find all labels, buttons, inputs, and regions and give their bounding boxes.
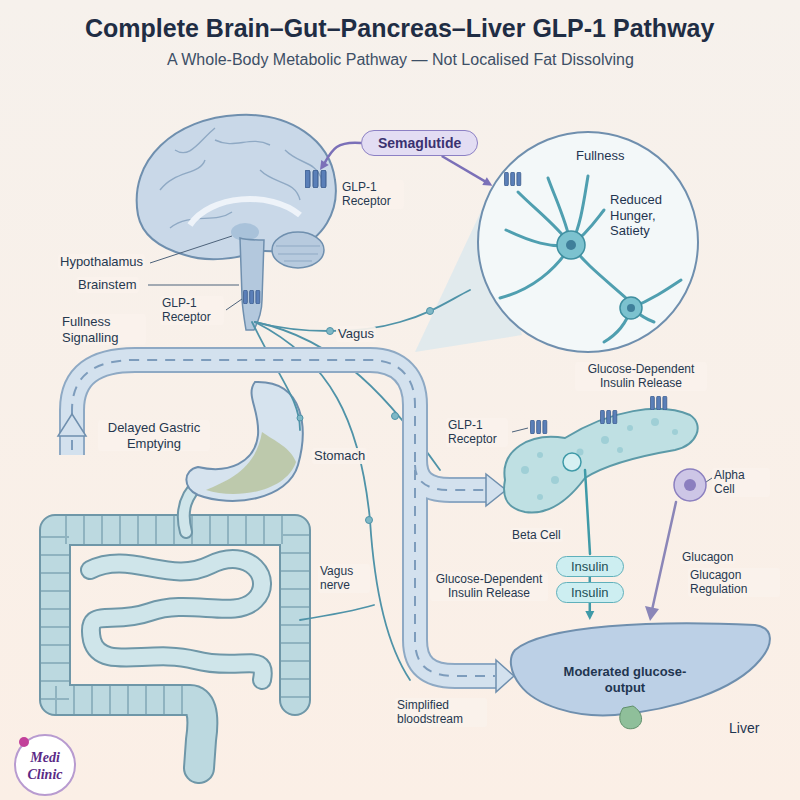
diagram-title: Complete Brain–Gut–Pancreas–Liver GLP-1 … (85, 14, 714, 43)
part-label: Hypothalamus (58, 254, 145, 270)
node-heading: Reduced Hunger, Satiety (610, 192, 684, 239)
diagram-subtitle: A Whole-Body Metabolic Pathway — Not Loc… (167, 50, 634, 69)
part-label: Glucose-Dependent Insulin Release (575, 362, 707, 391)
part-label: Alpha Cell (712, 468, 770, 497)
liver-organ: Moderated glucose-outputLiver (505, 620, 775, 745)
part-label: Vagus (336, 326, 376, 342)
glucagon-arrowhead (645, 606, 659, 621)
part-label: GLP-1 Receptor (446, 418, 508, 447)
node-label: Insulin (571, 559, 609, 574)
node-label: Semaglutide (378, 135, 461, 151)
part-label: Beta Cell (510, 528, 563, 542)
part-label: Vagus nerve (318, 564, 370, 593)
drug-arrow (324, 143, 361, 164)
neuron-zoom-circle: FullnessReduced Hunger, Satiety (476, 130, 700, 354)
node-label: Insulin (571, 585, 609, 600)
part-label: GLP-1 Receptor (160, 296, 224, 325)
node-label: Moderated glucose-output (563, 664, 687, 695)
brain-organ (137, 115, 336, 330)
arrow-head (482, 177, 492, 185)
part-label: Glucagon Regulation (688, 568, 780, 597)
part-label: Fullness Signalling (60, 314, 146, 345)
part-label: Glucose-Dependent Insulin Release (430, 572, 548, 601)
node-label: Fullness (576, 148, 624, 164)
part-label: Delayed Gastric Emptying (98, 420, 210, 451)
neuron-illustration (476, 130, 700, 354)
clinic-logo (15, 735, 75, 795)
part-label: Brainstem (76, 277, 139, 293)
drug-arrow-head (320, 160, 329, 170)
arrow-head (320, 160, 329, 170)
insulin-pill: Insulin (556, 556, 624, 577)
arrow-head (585, 611, 594, 620)
connector (442, 156, 493, 186)
connector (585, 603, 594, 620)
insulin-pill: Insulin (556, 582, 624, 603)
signalling-band (72, 360, 500, 676)
drug-pill: Semaglutide (361, 130, 478, 156)
part-label: Stomach (312, 448, 367, 464)
part-label: Simplified bloodstream (395, 698, 487, 727)
band-arrowheads (58, 414, 514, 692)
logo-text: Medi Clinic (18, 750, 72, 784)
part-label: Glucagon (680, 550, 735, 564)
intestines (55, 482, 295, 768)
connector-line (442, 156, 487, 182)
part-label: GLP-1 Receptor (340, 180, 404, 209)
pancreas-organ (504, 396, 706, 513)
node-heading: Liver (729, 720, 759, 737)
